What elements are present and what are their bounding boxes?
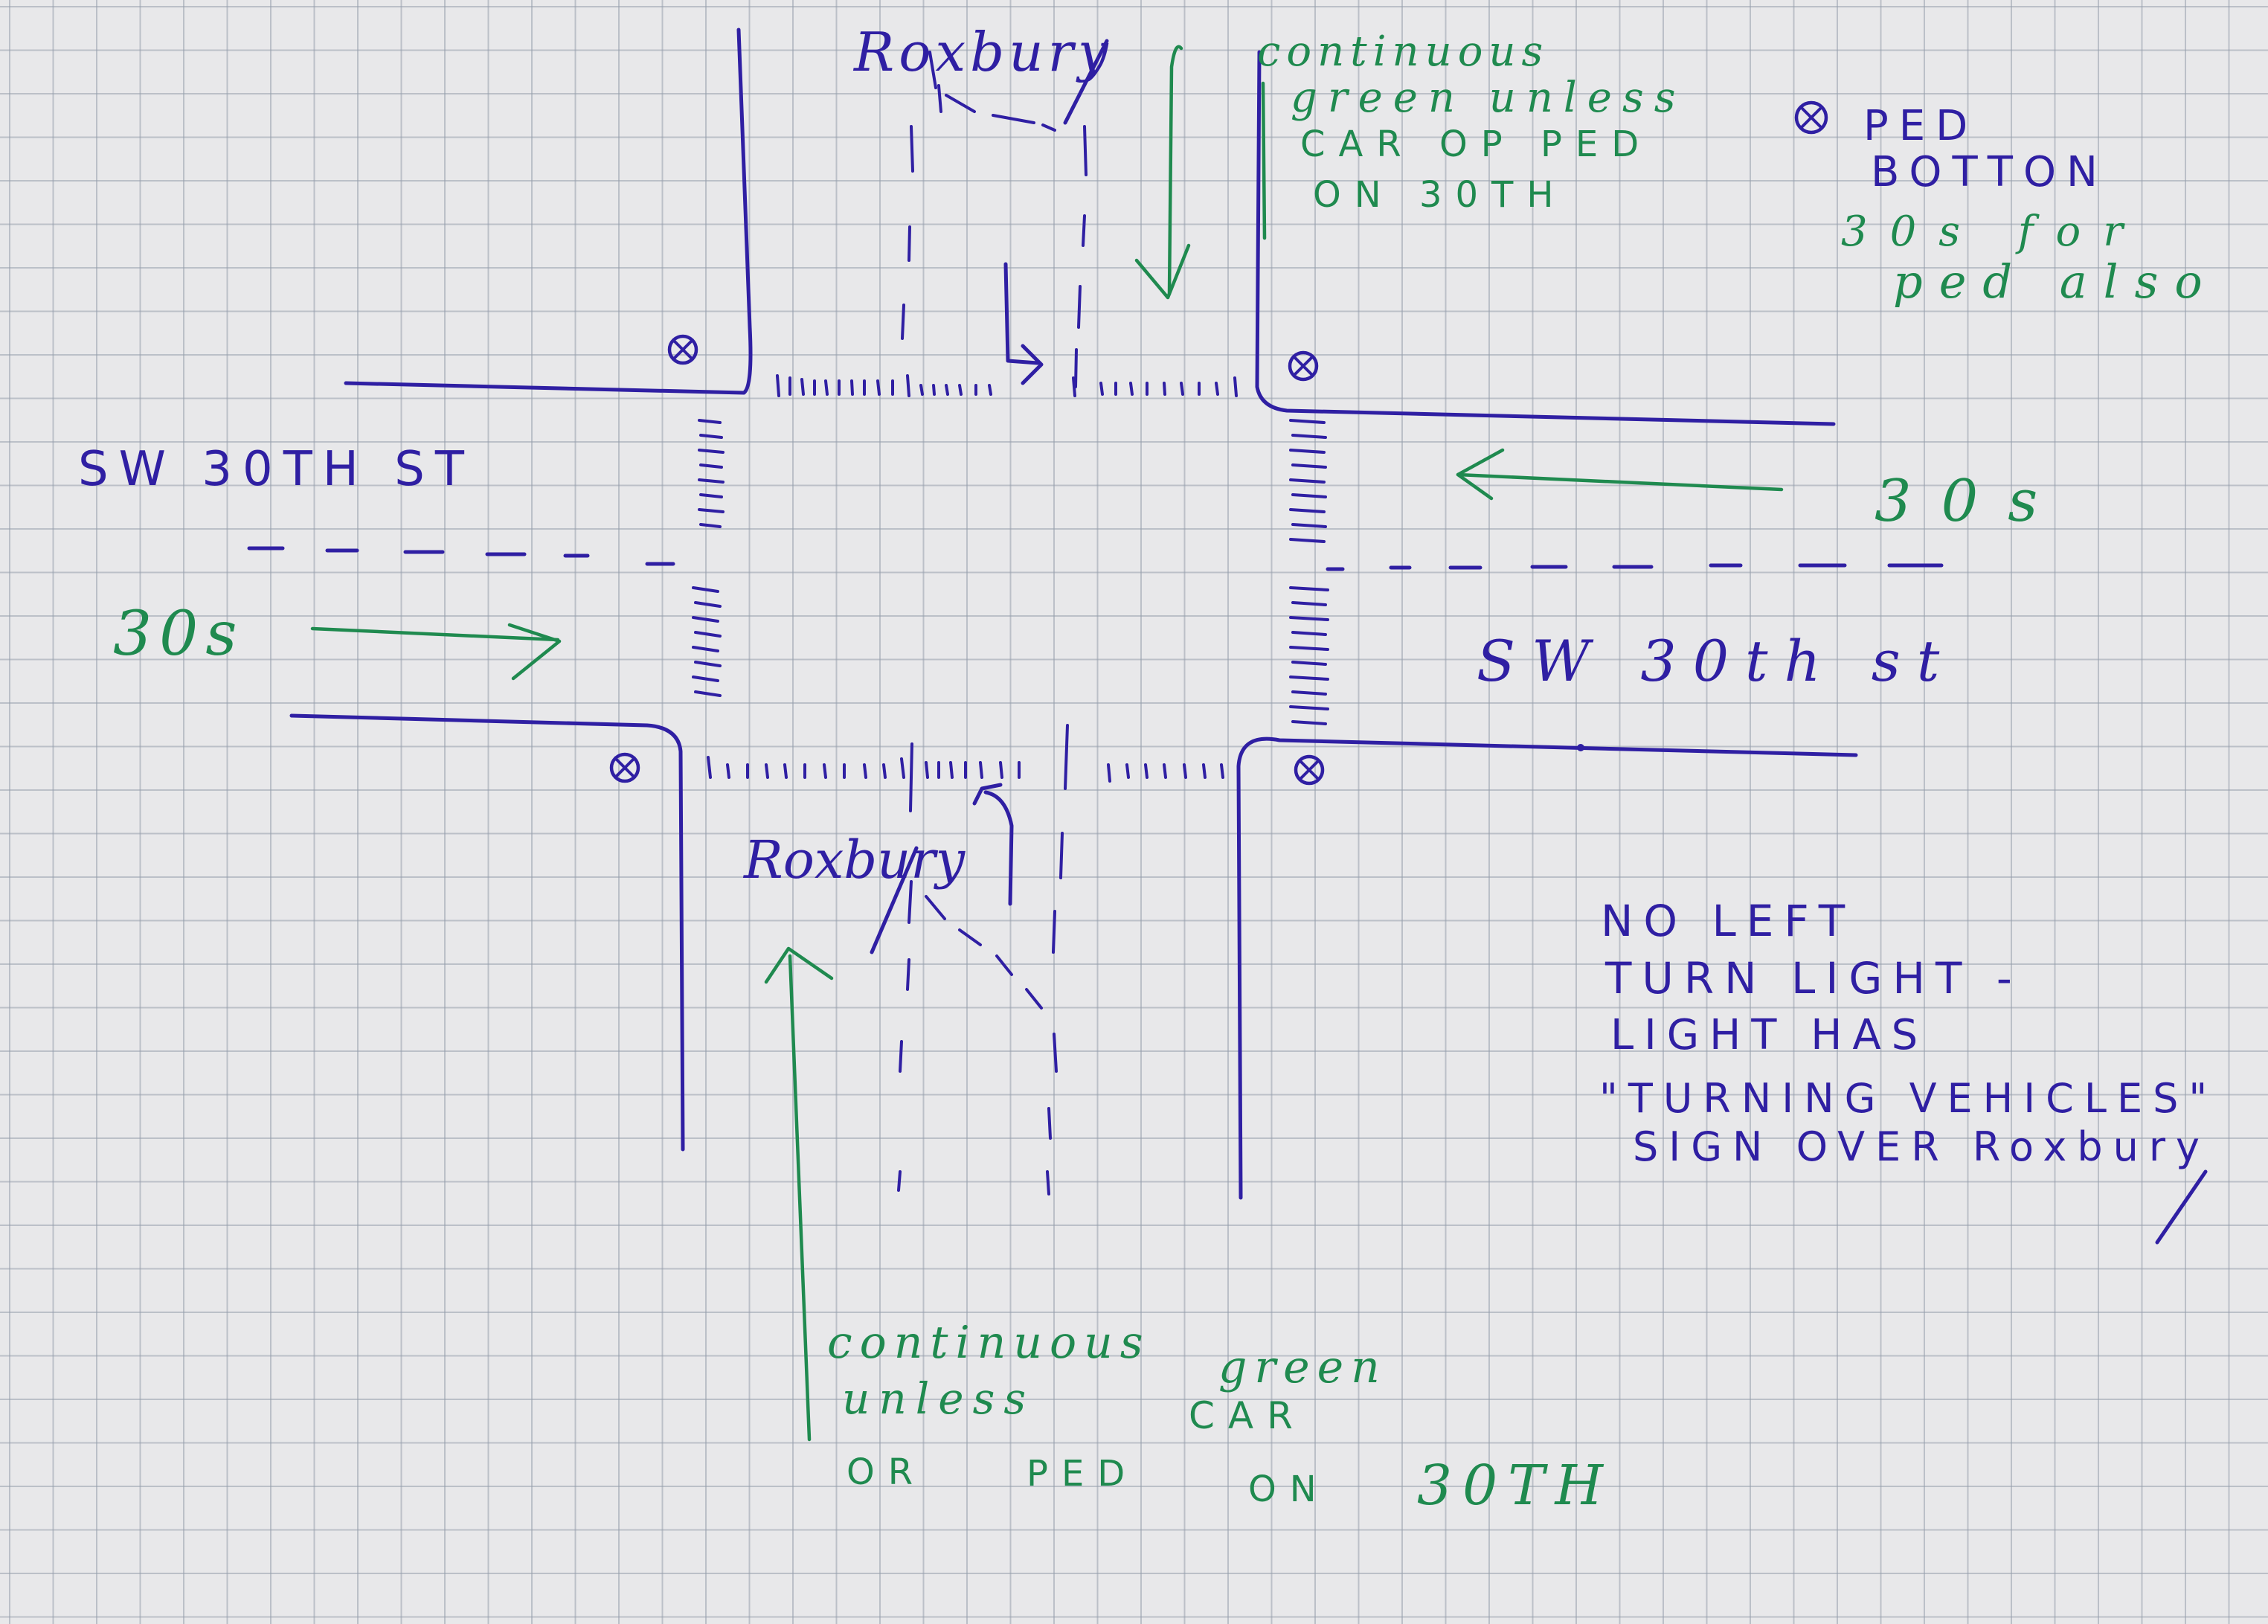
street-label-flourish bbox=[1063, 39, 1109, 125]
note-line: BOTTON bbox=[1871, 148, 2108, 196]
note-line: ON bbox=[1248, 1469, 1330, 1510]
note-line: 30TH bbox=[1417, 1454, 1613, 1518]
crosswalk-east bbox=[1289, 419, 1329, 725]
note-line: 30s for bbox=[1841, 208, 2145, 256]
ped-button-icon bbox=[1288, 350, 1319, 382]
note-line: unless bbox=[842, 1373, 1035, 1424]
arrow-northbound-icon bbox=[764, 946, 834, 1442]
note-line: OR bbox=[847, 1451, 926, 1493]
arrow-eastbound-icon bbox=[310, 623, 562, 681]
curb-se bbox=[1236, 736, 1858, 1200]
center-line-west bbox=[247, 546, 675, 566]
note-line: CAR OP PED bbox=[1300, 123, 1652, 165]
note-line: continuous bbox=[827, 1317, 1151, 1369]
center-line-east bbox=[1326, 563, 1944, 571]
timing-label-east: 30s bbox=[1875, 468, 2067, 535]
crosswalk-south bbox=[707, 756, 1224, 783]
note-line: "TURNING VEHICLES" bbox=[1599, 1075, 2217, 1122]
note-line: PED bbox=[1027, 1453, 1138, 1495]
curb-lines bbox=[289, 28, 1858, 1200]
crosswalk-north bbox=[776, 374, 1238, 397]
note-line: ON 30TH bbox=[1313, 174, 1567, 216]
note-line: green bbox=[1218, 1341, 1387, 1393]
arrow-westbound-icon bbox=[1456, 448, 1784, 501]
street-label-east: SW 30th st bbox=[1477, 628, 1956, 694]
right-turn-arrow-icon bbox=[1003, 262, 1044, 385]
note-line: NO LEFT bbox=[1601, 896, 1855, 946]
street-label-west: SW 30TH ST bbox=[78, 442, 475, 497]
roxbury-north-lanes bbox=[901, 51, 1088, 388]
note-south-signal: continuous green unless CAR OR PED ON 30… bbox=[827, 1317, 1613, 1518]
ped-button-icon bbox=[1294, 754, 1325, 786]
arrow-southbound-icon bbox=[1134, 45, 1191, 300]
curb-nw bbox=[344, 28, 753, 395]
ped-button-icon bbox=[667, 334, 698, 365]
note-line: SIGN OVER Roxbury bbox=[1633, 1123, 2210, 1170]
street-label-flourish bbox=[870, 846, 919, 954]
crosswalk-west bbox=[692, 419, 725, 697]
street-label-south: Roxbury bbox=[742, 829, 966, 890]
note-no-left-turn: NO LEFT TURN LIGHT - LIGHT HAS "TURNING … bbox=[1599, 896, 2217, 1245]
note-ped-button: PED BOTTON 30s for ped also bbox=[1841, 102, 2219, 309]
timing-label-west: 30s bbox=[113, 599, 244, 670]
note-line: LIGHT HAS bbox=[1610, 1011, 1928, 1059]
note-line: CAR bbox=[1189, 1394, 1306, 1437]
curb-ne bbox=[1255, 50, 1836, 426]
right-turn-arrow-icon bbox=[972, 783, 1014, 906]
ped-button-legend-icon bbox=[1794, 100, 1828, 135]
roxbury-south-lanes bbox=[897, 724, 1069, 1195]
note-line: ped also bbox=[1893, 254, 2219, 309]
curb-sw bbox=[289, 713, 685, 1152]
ped-button-icon bbox=[609, 752, 640, 783]
note-north-signal: continuous green unless CAR OP PED ON 30… bbox=[1257, 28, 1686, 240]
street-label-north: Roxbury bbox=[852, 21, 1113, 83]
note-line: TURN LIGHT - bbox=[1604, 953, 2023, 1004]
note-flourish bbox=[2155, 1169, 2208, 1245]
note-line: continuous bbox=[1257, 28, 1549, 76]
note-line: green unless bbox=[1291, 74, 1686, 122]
note-line: PED bbox=[1863, 102, 1978, 150]
